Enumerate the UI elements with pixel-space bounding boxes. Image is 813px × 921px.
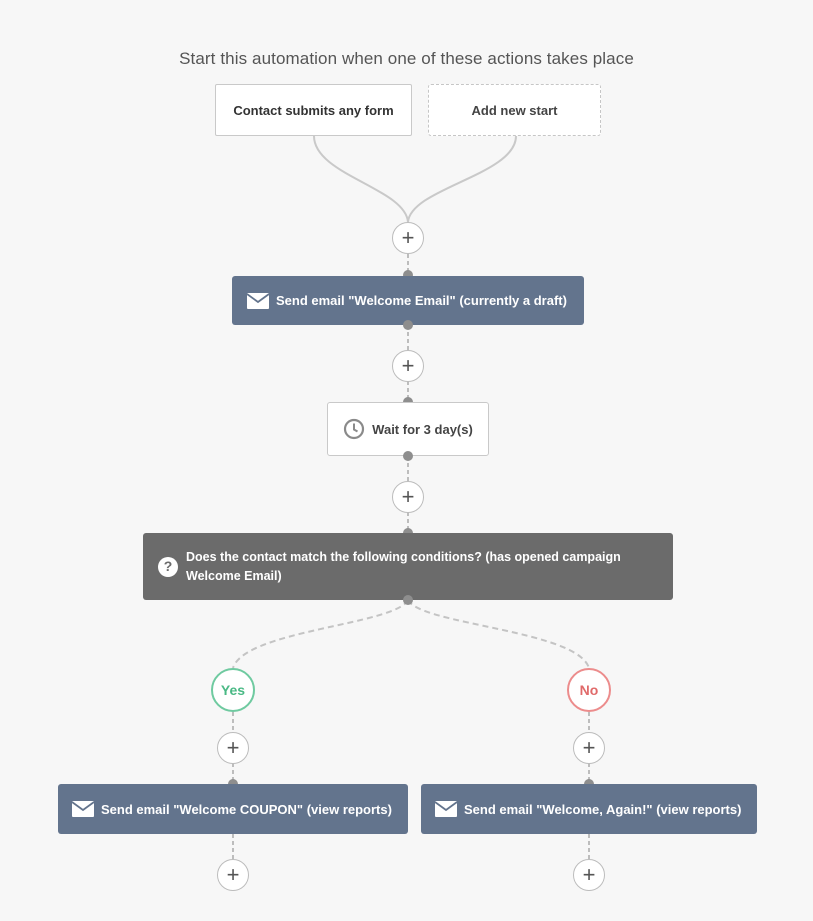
wait-label: Wait for 3 day(s) [372, 421, 473, 437]
add-new-start-button[interactable]: Add new start [428, 84, 601, 136]
envelope-icon [72, 801, 94, 817]
connector-dot [403, 320, 413, 330]
connector-curve-left [313, 135, 409, 223]
connector-curve-yes [232, 599, 409, 669]
plus-icon: + [582, 735, 596, 760]
connector-curve-right [407, 135, 517, 223]
trigger-label: Contact submits any form [233, 102, 394, 118]
add-step-button[interactable]: + [392, 481, 424, 513]
add-step-button[interactable]: + [573, 732, 605, 764]
step-label: Send email "Welcome COUPON" (view report… [101, 801, 392, 817]
branch-yes-label: Yes [220, 682, 246, 698]
add-new-start-label: Add new start [471, 102, 558, 118]
step-label: Send email "Welcome Email" (currently a … [276, 293, 567, 308]
send-email-welcome-step[interactable]: Send email "Welcome Email" (currently a … [232, 276, 584, 325]
automation-start-heading: Start this automation when one of these … [179, 49, 634, 68]
connector-dot [403, 270, 413, 280]
clock-icon [343, 418, 365, 440]
trigger-contact-submits-form[interactable]: Contact submits any form [215, 84, 412, 136]
branch-yes-badge: Yes [211, 668, 255, 712]
plus-icon: + [582, 862, 596, 887]
plus-icon: + [401, 225, 415, 250]
envelope-icon [435, 801, 457, 817]
add-step-button[interactable]: + [392, 350, 424, 382]
plus-icon: + [226, 735, 240, 760]
add-step-button[interactable]: + [392, 222, 424, 254]
add-step-button[interactable]: + [217, 859, 249, 891]
condition-step[interactable]: ? Does the contact match the following c… [143, 533, 673, 600]
condition-label: Does the contact match the following con… [186, 549, 621, 583]
wait-step[interactable]: Wait for 3 day(s) [327, 402, 489, 456]
question-icon: ? [158, 556, 178, 577]
add-step-button[interactable]: + [573, 859, 605, 891]
branch-no-label: No [579, 682, 599, 698]
send-email-coupon-step[interactable]: Send email "Welcome COUPON" (view report… [58, 784, 408, 834]
envelope-icon [247, 292, 269, 309]
plus-icon: + [226, 862, 240, 887]
connector-dot [403, 595, 413, 605]
send-email-again-step[interactable]: Send email "Welcome, Again!" (view repor… [421, 784, 757, 834]
connector-curve-no [407, 599, 590, 669]
plus-icon: + [401, 484, 415, 509]
branch-no-badge: No [567, 668, 611, 712]
plus-icon: + [401, 353, 415, 378]
step-label: Send email "Welcome, Again!" (view repor… [464, 801, 742, 817]
connector-dot [403, 451, 413, 461]
add-step-button[interactable]: + [217, 732, 249, 764]
